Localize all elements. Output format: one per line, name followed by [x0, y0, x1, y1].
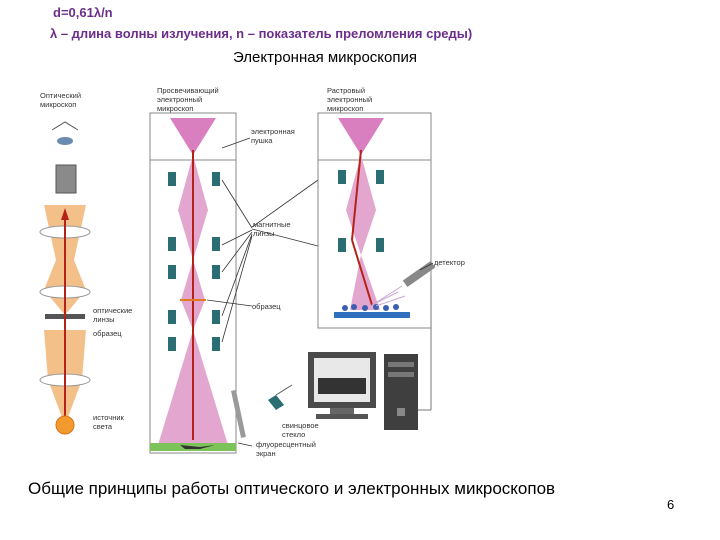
- eyepiece-tube: [55, 164, 77, 194]
- label-sem-1: Растровый: [327, 86, 365, 95]
- label-tem-1: Просвечивающий: [157, 86, 219, 95]
- label-electron-gun-2: пушка: [251, 136, 273, 145]
- label-light-source-2: света: [93, 422, 113, 431]
- page-number: 6: [667, 497, 675, 512]
- ray-arrow-icon: [61, 208, 69, 220]
- label-fluorescent-screen-2: экран: [256, 449, 276, 458]
- sem-magnetic-lenses: [338, 170, 384, 252]
- label-light-source-1: источник: [93, 413, 125, 422]
- label-optical-lenses-2: линзы: [93, 315, 115, 324]
- eye-observer-icon: [268, 395, 284, 410]
- scanning-electron-microscope: Растровый электронный микроскоп детектор: [308, 86, 465, 430]
- label-electron-gun-1: электронная: [251, 127, 295, 136]
- shared-labels: электронная пушка магнитные линзы образе…: [206, 127, 319, 458]
- label-optical-lenses-1: оптические: [93, 306, 132, 315]
- label-tem-3: микроскоп: [157, 104, 193, 113]
- label-detector: детектор: [434, 258, 465, 267]
- label-lead-glass-2: стекло: [282, 430, 305, 439]
- label-sem-3: микроскоп: [327, 104, 363, 113]
- formula-line: d=0,61λ/n: [53, 5, 113, 20]
- label-optical-microscope-2: микроскоп: [40, 100, 76, 109]
- label-optical-sample: образец: [93, 329, 122, 338]
- sem-sample: [342, 304, 399, 311]
- eye-icon: [51, 121, 79, 131]
- label-magnetic-lenses-2: линзы: [253, 229, 275, 238]
- label-lead-glass-1: свинцовое: [282, 421, 319, 430]
- label-magnetic-lenses-1: магнитные: [253, 220, 291, 229]
- eyepiece: [57, 137, 73, 145]
- sem-sample-stage: [334, 312, 410, 318]
- slide-title: Электронная микроскопия: [233, 49, 417, 66]
- tem-magnetic-lenses: [168, 172, 220, 351]
- sem-gun-beam: [338, 118, 384, 155]
- tem-column: [149, 112, 237, 454]
- label-optical-microscope-1: Оптический: [40, 91, 81, 100]
- detector: [402, 260, 436, 288]
- figure-caption: Общие принципы работы оптического и элек…: [28, 479, 556, 498]
- optical-microscope: Оптический микроскоп оптические линзы об…: [39, 91, 132, 435]
- lead-glass: [231, 389, 246, 438]
- microscopes-diagram: Оптический микроскоп оптические линзы об…: [39, 86, 465, 458]
- formula-note: λ – длина волны излучения, n – показател…: [50, 26, 473, 41]
- sem-column: [317, 112, 432, 329]
- label-sem-2: электронный: [327, 95, 372, 104]
- label-electron-sample: образец: [252, 302, 281, 311]
- light-source-icon: [55, 415, 75, 435]
- sem-ray: [351, 239, 373, 306]
- label-fluorescent-screen-1: флуоресцентный: [256, 440, 316, 449]
- label-tem-2: электронный: [157, 95, 202, 104]
- transmission-electron-microscope: Просвечивающий электронный микроскоп: [149, 86, 237, 454]
- tem-gun-beam: [170, 118, 216, 155]
